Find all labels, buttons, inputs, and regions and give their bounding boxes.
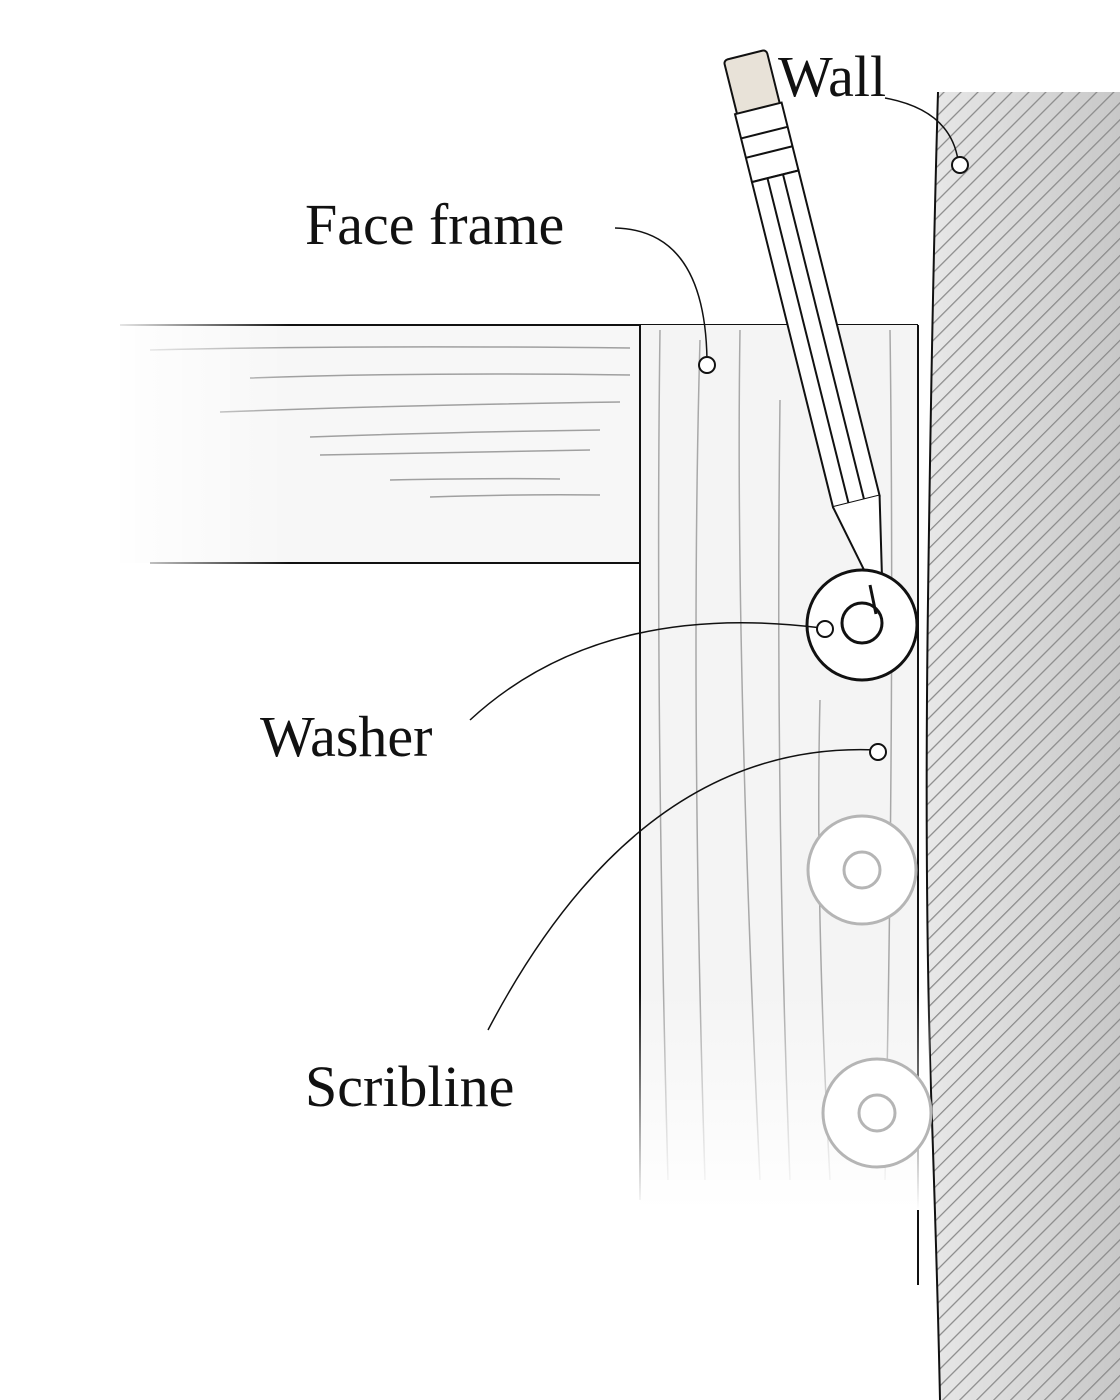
washer-ghost-2 bbox=[821, 1057, 933, 1169]
face-frame-label: Face frame bbox=[305, 192, 565, 257]
cabinet-rail bbox=[100, 320, 918, 570]
scribline-label: Scribline bbox=[305, 1054, 515, 1119]
wall-label: Wall bbox=[778, 44, 887, 109]
leader-dots bbox=[698, 156, 969, 761]
washer-ghost-1 bbox=[806, 814, 918, 926]
wall bbox=[925, 91, 1120, 1400]
washer bbox=[805, 568, 919, 682]
washer-label: Washer bbox=[260, 704, 433, 769]
leader-lines bbox=[469, 97, 959, 1031]
